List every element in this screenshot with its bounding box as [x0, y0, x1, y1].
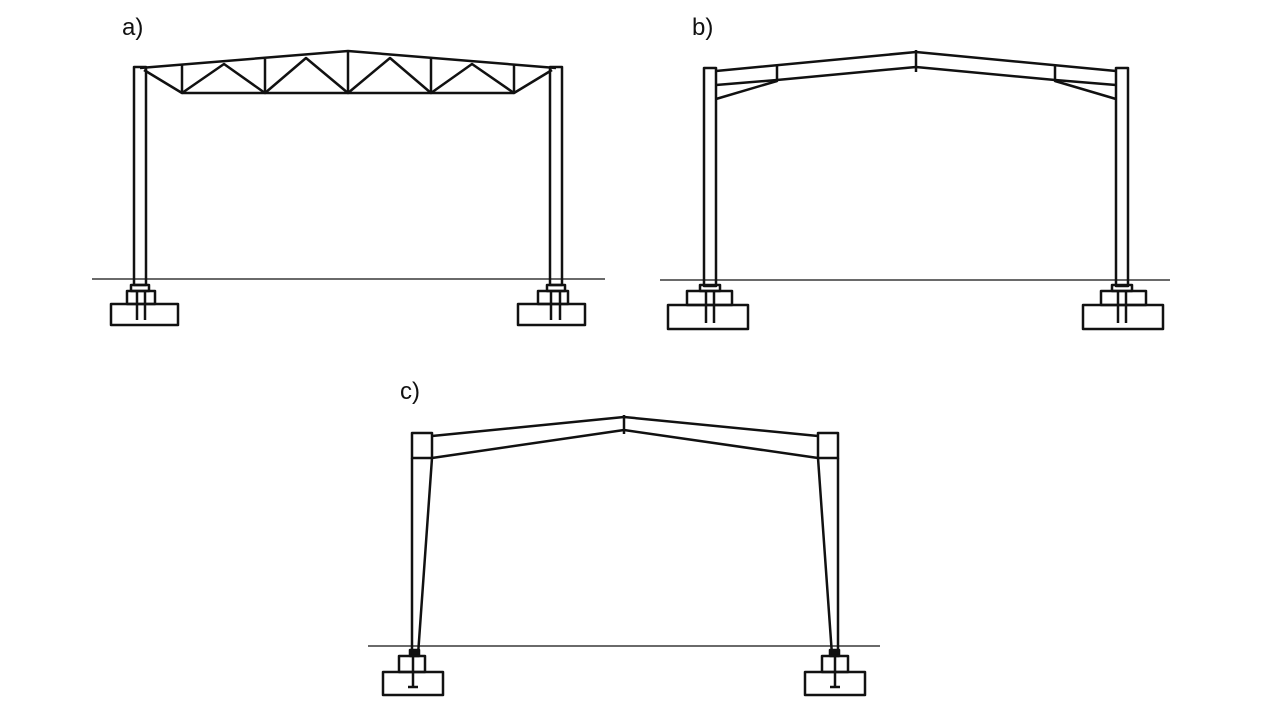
column-right-c	[816, 457, 840, 657]
base-right-b	[1081, 283, 1165, 331]
label-b: b)	[692, 14, 714, 41]
label-c: c)	[400, 378, 420, 405]
frame-a	[92, 49, 605, 327]
base-left-c	[381, 648, 445, 697]
base-right-a	[516, 283, 587, 327]
column-left-c	[410, 457, 434, 657]
column-cap-right-c	[816, 431, 840, 460]
rafter-bottom-c	[431, 428, 819, 460]
haunch-right-b	[1053, 65, 1117, 101]
frame-c	[368, 415, 880, 697]
column-right-b	[1114, 66, 1130, 288]
column-left-b	[702, 66, 718, 288]
column-right-a	[548, 65, 564, 287]
base-left-a	[109, 283, 180, 327]
column-left-a	[132, 65, 148, 287]
label-a: a)	[122, 14, 144, 41]
haunch-left-b	[715, 65, 779, 101]
column-cap-left-c	[410, 431, 434, 460]
truss-verticals	[180, 51, 516, 93]
base-left-b	[666, 283, 750, 331]
frame-b	[660, 50, 1170, 331]
base-right-c	[803, 648, 867, 697]
